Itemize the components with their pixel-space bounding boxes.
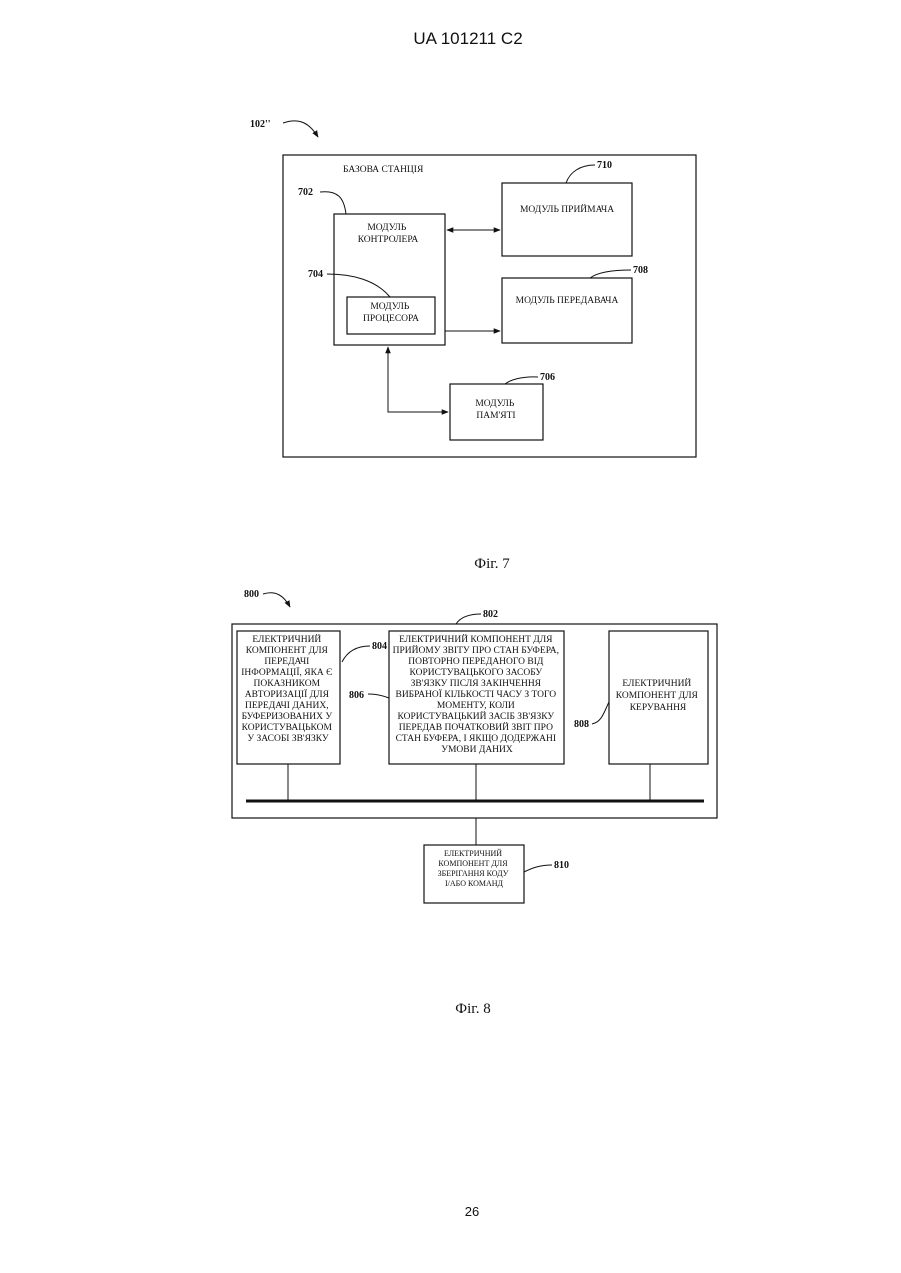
transmitter-ref: 708 <box>633 265 648 276</box>
figure-7: 102'' БАЗОВА СТАНЦІЯ 702 МОДУЛЬ КОНТРОЛЕ… <box>250 119 696 572</box>
base-station-label: БАЗОВА СТАНЦІЯ <box>343 165 424 175</box>
component-804-line: У ЗАСОБІ ЗВ'ЯЗКУ <box>247 734 328 744</box>
component-810-line: ЕЛЕКТРИЧНИЙ <box>444 849 502 858</box>
controller-memory-link <box>388 347 448 412</box>
receiver-ref-leader <box>566 165 595 183</box>
component-804-line: ІНФОРМАЦІЇ, ЯКА Є <box>241 666 332 678</box>
processor-label-line: МОДУЛЬ <box>370 302 410 312</box>
component-808-ref-leader <box>592 702 609 724</box>
component-808-line: КОМПОНЕНТ ДЛЯ <box>616 691 699 701</box>
component-810-line: І/АБО КОМАНД <box>445 879 504 888</box>
group-ref: 802 <box>483 609 498 620</box>
component-804-line: ПОКАЗНИКОМ <box>254 679 321 689</box>
component-804-line: ЕЛЕКТРИЧНИЙ <box>252 633 321 645</box>
processor-label-line: ПРОЦЕСОРА <box>363 314 419 324</box>
component-804-line: ПЕРЕДАЧІ <box>264 657 309 667</box>
fig8-caption: Фіг. 8 <box>455 1001 490 1017</box>
fig7-ref-main: 102'' <box>250 119 271 130</box>
component-808-ref: 808 <box>574 719 589 730</box>
fig8-ref-main-arrow <box>263 593 290 607</box>
component-806-line: СТАН БУФЕРА, І ЯКЩО ДОДЕРЖАНІ <box>396 734 556 744</box>
component-806-ref-leader <box>368 694 389 698</box>
component-806-line: ВИБРАНОЇ КІЛЬКОСТІ ЧАСУ З ТОГО <box>395 688 556 700</box>
component-810-label: ЕЛЕКТРИЧНИЙ КОМПОНЕНТ ДЛЯ ЗБЕРІГАННЯ КОД… <box>438 849 511 888</box>
component-804-line: КОМПОНЕНТ ДЛЯ <box>246 646 329 656</box>
component-806-label: ЕЛЕКТРИЧНИЙ КОМПОНЕНТ ДЛЯ ПРИЙОМУ ЗВІТУ … <box>393 633 562 755</box>
controller-module-box <box>334 214 445 345</box>
memory-ref: 706 <box>540 372 555 383</box>
component-806-line: УМОВИ ДАНИХ <box>441 745 513 755</box>
controller-label-line: КОНТРОЛЕРА <box>358 235 419 245</box>
memory-ref-leader <box>505 377 538 384</box>
component-806-ref: 806 <box>349 690 364 701</box>
component-804-line: ПЕРЕДАЧІ ДАНИХ, <box>245 701 329 711</box>
processor-ref: 704 <box>308 269 323 280</box>
component-804-line: АВТОРИЗАЦІЇ ДЛЯ <box>245 688 330 700</box>
component-808-line: КЕРУВАННЯ <box>630 703 687 713</box>
component-804-ref: 804 <box>372 641 387 652</box>
component-804-label: ЕЛЕКТРИЧНИЙ КОМПОНЕНТ ДЛЯ ПЕРЕДАЧІ ІНФОР… <box>241 633 335 744</box>
component-804-line: БУФЕРИЗОВАНИХ У <box>242 712 333 722</box>
component-806-line: МОМЕНТУ, КОЛИ <box>437 701 515 711</box>
fig7-caption: Фіг. 7 <box>474 556 510 572</box>
figure-8: 800 802 804 ЕЛЕКТРИЧНИЙ КОМПОНЕНТ ДЛЯ ПЕ… <box>232 589 717 1017</box>
controller-ref-leader <box>320 192 346 214</box>
component-808-line: ЕЛЕКТРИЧНИЙ <box>622 677 691 689</box>
component-810-line: ЗБЕРІГАННЯ КОДУ <box>438 869 509 878</box>
transmitter-label: МОДУЛЬ ПЕРЕДАВАЧА <box>516 296 619 306</box>
component-806-line: КОРИСТУВАЦЬКОГО ЗАСОБУ <box>410 668 543 678</box>
component-810-line: КОМПОНЕНТ ДЛЯ <box>438 859 508 868</box>
receiver-label: МОДУЛЬ ПРИЙМАЧА <box>520 203 614 215</box>
component-806-line: ЗВ'ЯЗКУ ПІСЛЯ ЗАКІНЧЕННЯ <box>411 679 542 689</box>
controller-ref: 702 <box>298 187 313 198</box>
fig8-ref-main: 800 <box>244 589 259 600</box>
component-806-line: КОРИСТУВАЦЬКИЙ ЗАСІБ ЗВ'ЯЗКУ <box>398 710 555 722</box>
component-804-ref-leader <box>342 646 370 662</box>
component-806-line: ЕЛЕКТРИЧНИЙ КОМПОНЕНТ ДЛЯ <box>399 633 553 645</box>
component-806-line: ПЕРЕДАВ ПОЧАТКОВИЙ ЗВІТ ПРО <box>399 721 553 733</box>
controller-label-line: МОДУЛЬ <box>367 223 407 233</box>
group-ref-leader <box>456 614 481 624</box>
memory-label: МОДУЛЬ ПАМ'ЯТІ <box>475 399 516 421</box>
memory-label-line: МОДУЛЬ <box>475 399 515 409</box>
memory-label-line: ПАМ'ЯТІ <box>476 411 515 421</box>
transmitter-module-box <box>502 278 632 343</box>
component-806-line: ПРИЙОМУ ЗВІТУ ПРО СТАН БУФЕРА, <box>393 644 559 656</box>
transmitter-ref-leader <box>590 270 631 278</box>
receiver-ref: 710 <box>597 160 612 171</box>
controller-label: МОДУЛЬ КОНТРОЛЕРА <box>358 223 419 245</box>
processor-label: МОДУЛЬ ПРОЦЕСОРА <box>363 302 419 324</box>
component-810-ref: 810 <box>554 860 569 871</box>
patent-header: UA 101211 C2 <box>413 29 522 48</box>
component-808-label: ЕЛЕКТРИЧНИЙ КОМПОНЕНТ ДЛЯ КЕРУВАННЯ <box>616 677 700 713</box>
component-804-line: КОРИСТУВАЦЬКОМ <box>242 723 333 733</box>
fig7-ref-main-arrow <box>283 121 318 137</box>
component-806-line: ПОВТОРНО ПЕРЕДАНОГО ВІД <box>408 657 544 667</box>
receiver-module-box <box>502 183 632 256</box>
page-number: 26 <box>465 1204 479 1219</box>
component-810-ref-leader <box>524 865 552 872</box>
processor-ref-leader <box>327 274 390 297</box>
